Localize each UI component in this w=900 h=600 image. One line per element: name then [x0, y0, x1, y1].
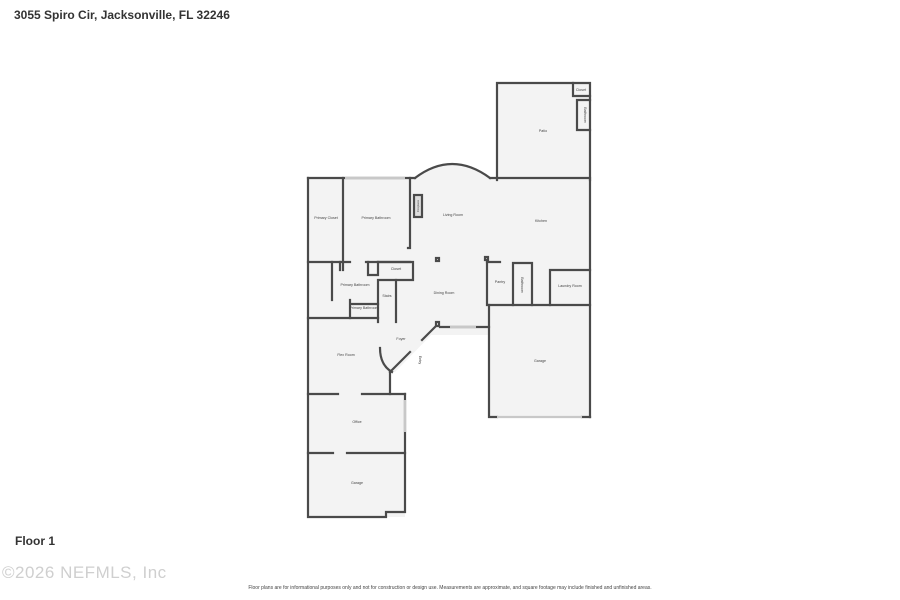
room-entry: Entry — [418, 356, 422, 365]
room-pantry: Pantry — [495, 280, 506, 284]
room-fireplace: Fireplace — [416, 200, 420, 213]
room-bathroom-patio: Bathroom — [583, 107, 587, 123]
floor-label: Floor 1 — [15, 534, 56, 548]
room-office: Office — [352, 420, 361, 424]
room-primary-bathroom-3: Primary Bathroom — [350, 306, 379, 310]
room-living-room: Living Room — [443, 213, 463, 217]
room-primary-bathroom-2: Primary Bathroom — [341, 283, 370, 287]
room-bathroom: Bathroom — [520, 277, 524, 293]
room-garage-left: Garage — [351, 481, 363, 485]
room-primary-bathroom: Primary Bathroom — [362, 216, 391, 220]
room-primary-closet: Primary Closet — [314, 216, 338, 220]
room-stairs: Stairs — [382, 294, 391, 298]
room-labels: Patio Closet Bathroom Primary Closet Pri… — [314, 88, 587, 485]
room-garage-right: Garage — [534, 359, 546, 363]
property-address: 3055 Spiro Cir, Jacksonville, FL 32246 — [14, 8, 230, 22]
room-patio: Patio — [539, 129, 547, 133]
disclaimer: Floor plans are for informational purpos… — [248, 585, 652, 591]
room-dining-room: Dining Room — [434, 291, 455, 295]
room-fills — [308, 83, 590, 517]
room-laundry-room: Laundry Room — [558, 284, 582, 288]
walls — [306, 81, 592, 519]
room-closet-patio: Closet — [576, 88, 586, 92]
room-closet: Closet — [391, 267, 401, 271]
room-kitchen: Kitchen — [535, 219, 547, 223]
room-flex-room: Flex Room — [337, 353, 354, 357]
watermark: ©2026 NEFMLS, Inc — [2, 563, 167, 582]
room-foyer: Foyer — [396, 337, 406, 341]
